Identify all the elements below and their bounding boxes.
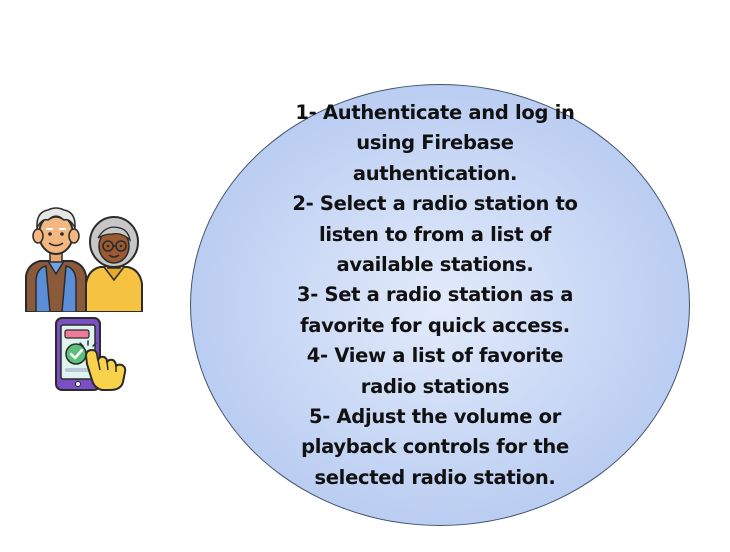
steps-list: 1- Authenticate and log in using Firebas… xyxy=(250,98,620,493)
steps-circle xyxy=(190,84,690,526)
elderly-couple-icon xyxy=(25,207,143,312)
phone-tap-icon xyxy=(55,317,127,391)
step-1-line-2: using Firebase xyxy=(356,131,514,155)
step-1-line-3: authentication. xyxy=(352,161,518,185)
step-3-line-1: 3- Set a radio station as a xyxy=(296,283,574,307)
step-5-line-3: selected radio station. xyxy=(314,465,556,489)
step-1-line-1: 1- Authenticate and log in xyxy=(295,101,575,124)
step-3-line-2: favorite for quick access. xyxy=(300,313,570,337)
step-4-line-2: radio stations xyxy=(360,374,510,398)
step-2-line-3: available stations. xyxy=(336,253,534,277)
step-5-line-2: playback controls for the xyxy=(301,435,569,459)
step-2-line-2: listen to from a list of xyxy=(318,222,552,246)
step-2-line-1: 2- Select a radio station to xyxy=(292,192,578,216)
step-4-line-1: 4- View a list of favorite xyxy=(306,344,564,368)
step-5-line-1: 5- Adjust the volume or xyxy=(308,405,562,429)
